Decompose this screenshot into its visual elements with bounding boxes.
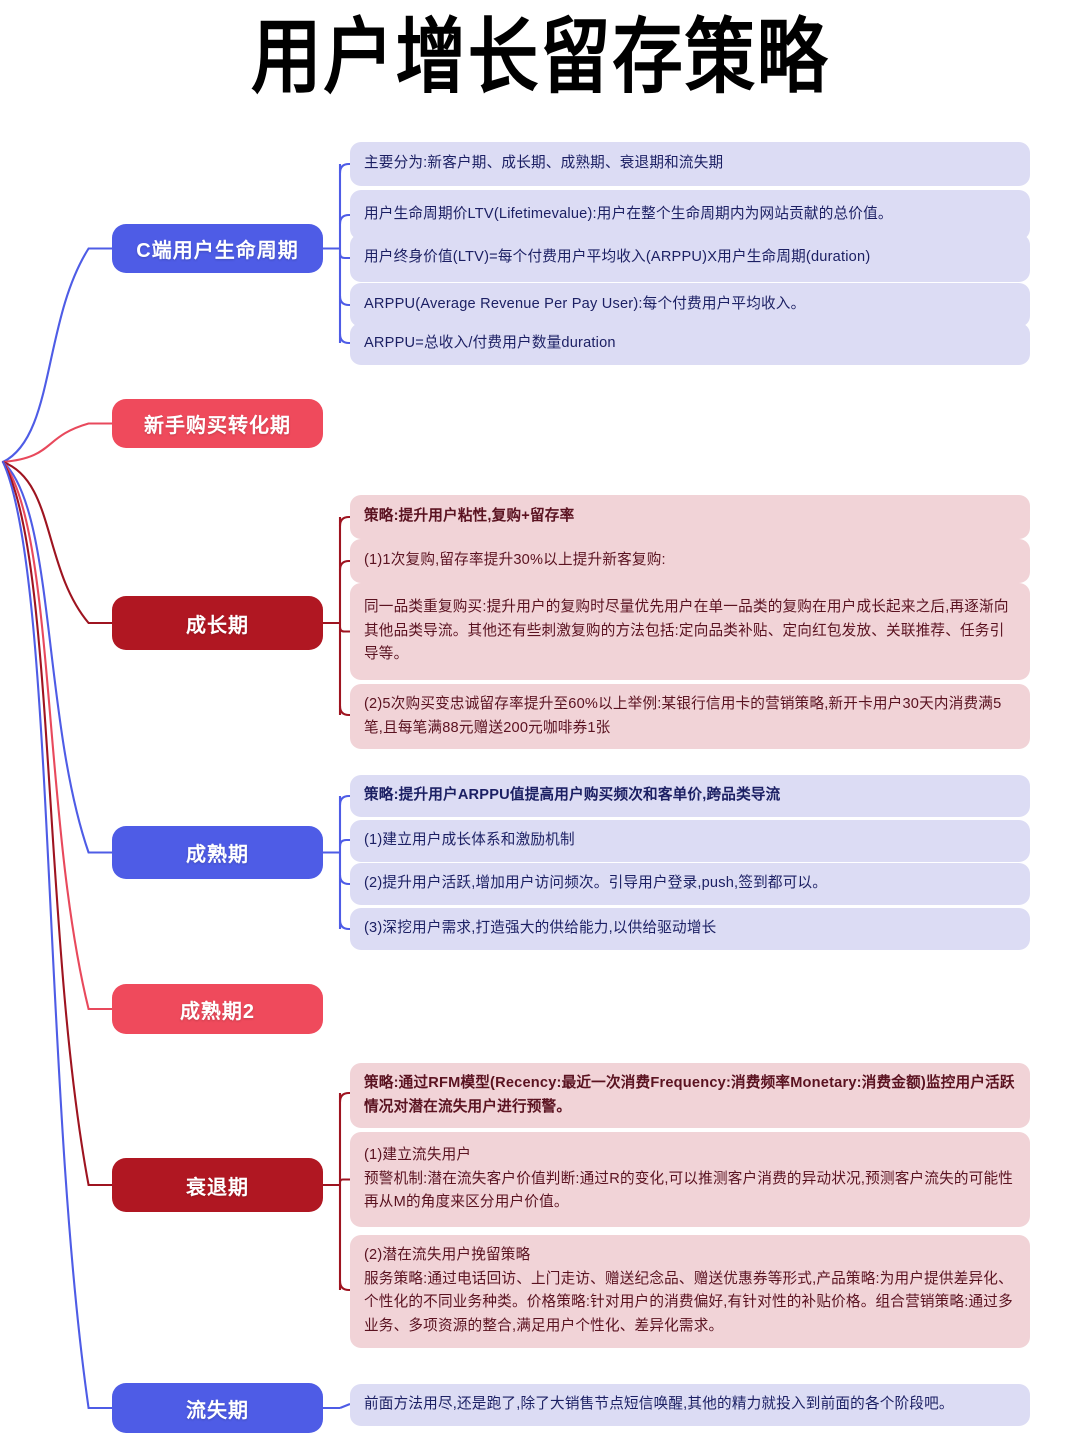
- leaf-wire: [339, 1403, 351, 1409]
- leaf-wire: [338, 873, 352, 886]
- branch-node-label: 新手购买转化期: [144, 415, 291, 437]
- leaf-wire: [338, 838, 352, 848]
- branch-wire-novice: [1, 422, 114, 464]
- detail-box-text: (1)1次复购,留存率提升30%以上提升新客复购:: [364, 552, 666, 569]
- branch-wire-growth: [1, 460, 114, 625]
- leaf-wire: [338, 794, 352, 807]
- branch-node-mature[interactable]: 成熟期: [112, 826, 323, 879]
- detail-box-text: (2)潜在流失用户挽留策略服务策略:通过电话回访、上门走访、赠送纪念品、赠送优惠…: [364, 1247, 1013, 1334]
- branch-node-lifecycle[interactable]: C端用户生命周期: [112, 224, 323, 273]
- branch-node-label: 成熟期2: [179, 1000, 256, 1023]
- branch-node-label: 成长期: [186, 614, 249, 637]
- detail-box[interactable]: 策略:提升用户ARPPU值提高用户购买频次和客单价,跨品类导流: [350, 775, 1030, 817]
- branch-wire-decline: [1, 460, 114, 1187]
- detail-box[interactable]: (1)建立用户成长体系和激励机制: [350, 820, 1030, 862]
- detail-box-text: (1)建立流失用户预警机制:潜在流失客户价值判断:通过R的变化,可以推测客户消费…: [364, 1147, 1014, 1211]
- branch-wire-mature: [1, 460, 114, 854]
- detail-box[interactable]: (1)建立流失用户预警机制:潜在流失客户价值判断:通过R的变化,可以推测客户消费…: [350, 1132, 1030, 1227]
- detail-box-text: 用户终身价值(LTV)=每个付费用户平均收入(ARPPU)X用户生命周期(dur…: [364, 249, 871, 266]
- branch-node-label: 成熟期: [186, 844, 249, 866]
- leaf-wire: [338, 162, 352, 175]
- detail-box[interactable]: (2)5次购买变忠诚留存率提升至60%以上举例:某银行信用卡的营销策略,新开卡用…: [350, 684, 1030, 750]
- branch-node-label: C端用户生命周期: [136, 240, 299, 262]
- leaf-wire: [338, 1279, 352, 1292]
- detail-box-text: (2)5次购买变忠诚留存率提升至60%以上举例:某银行信用卡的营销策略,新开卡用…: [364, 696, 1002, 736]
- detail-box-text: 前面方法用尽,还是跑了,除了大销售节点短信唤醒,其他的精力就投入到前面的各个阶段…: [364, 1396, 954, 1412]
- detail-box-text: 策略:提升用户粘性,复购+留存率: [364, 508, 575, 525]
- detail-box-text: 策略:通过RFM模型(Recency:最近一次消费Frequency:消费频率M…: [364, 1075, 1015, 1115]
- detail-box[interactable]: (1)1次复购,留存率提升30%以上提升新客复购:: [350, 539, 1030, 583]
- branch-node-decline[interactable]: 衰退期: [112, 1158, 323, 1212]
- leaf-wire: [338, 1178, 352, 1184]
- detail-box-text: 同一品类重复购买:提升用户的复购时尽量优先用户在单一品类的复购在用户成长起来之后…: [364, 599, 1009, 663]
- detail-box[interactable]: (2)提升用户活跃,增加用户访问频次。引导用户登录,push,签到都可以。: [350, 863, 1030, 905]
- leaf-wire: [338, 918, 352, 931]
- branch-node-label: 流失期: [186, 1399, 249, 1422]
- leaf-wire: [338, 559, 352, 572]
- leaf-wire: [338, 704, 352, 717]
- detail-box-text: ARPPU(Average Revenue Per Pay User):每个付费…: [364, 296, 806, 313]
- detail-box[interactable]: 策略:提升用户粘性,复购+留存率: [350, 495, 1030, 539]
- leaf-wire: [338, 515, 352, 528]
- page-title: 用户增长留存策略: [251, 10, 829, 105]
- branch-wire-mature2: [1, 460, 114, 1011]
- detail-box-text: (1)建立用户成长体系和激励机制: [364, 832, 575, 848]
- detail-box-text: 主要分为:新客户期、成长期、成熟期、衰退期和流失期: [364, 155, 724, 172]
- detail-box[interactable]: (2)潜在流失用户挽留策略服务策略:通过电话回访、上门走访、赠送纪念品、赠送优惠…: [350, 1235, 1030, 1348]
- detail-box-text: (3)深挖用户需求,打造强大的供给能力,以供给驱动增长: [364, 920, 717, 937]
- leaf-wire: [338, 213, 352, 226]
- branch-node-label: 衰退期: [186, 1176, 249, 1199]
- branch-node-novice[interactable]: 新手购买转化期: [112, 399, 323, 448]
- leaf-wire: [338, 252, 352, 260]
- branch-node-mature2[interactable]: 成熟期2: [112, 984, 323, 1034]
- detail-box[interactable]: 前面方法用尽,还是跑了,除了大销售节点短信唤醒,其他的精力就投入到前面的各个阶段…: [350, 1384, 1030, 1426]
- detail-box[interactable]: 策略:通过RFM模型(Recency:最近一次消费Frequency:消费频率M…: [350, 1063, 1030, 1129]
- detail-box[interactable]: 同一品类重复购买:提升用户的复购时尽量优先用户在单一品类的复购在用户成长起来之后…: [350, 583, 1030, 680]
- branch-wire-churn: [1, 460, 114, 1410]
- leaf-wire: [338, 1091, 352, 1104]
- detail-box[interactable]: 用户生命周期价LTV(Lifetimevalue):用户在整个生命周期内为网站贡…: [350, 190, 1030, 240]
- leaf-wire: [338, 294, 352, 307]
- detail-box-text: 策略:提升用户ARPPU值提高用户购买频次和客单价,跨品类导流: [364, 787, 781, 804]
- branch-wire-lifecycle: [1, 247, 114, 464]
- detail-box[interactable]: 用户终身价值(LTV)=每个付费用户平均收入(ARPPU)X用户生命周期(dur…: [350, 234, 1030, 282]
- detail-box[interactable]: (3)深挖用户需求,打造强大的供给能力,以供给驱动增长: [350, 908, 1030, 950]
- branch-node-growth[interactable]: 成长期: [112, 596, 323, 650]
- detail-box-text: (2)提升用户活跃,增加用户访问频次。引导用户登录,push,签到都可以。: [364, 875, 828, 892]
- branch-node-churn[interactable]: 流失期: [112, 1383, 323, 1433]
- leaf-wire: [338, 332, 352, 345]
- detail-box[interactable]: ARPPU=总收入/付费用户数量duration: [350, 323, 1030, 365]
- detail-box-text: ARPPU=总收入/付费用户数量duration: [364, 335, 616, 351]
- leaf-wire: [338, 626, 352, 633]
- detail-box[interactable]: ARPPU(Average Revenue Per Pay User):每个付费…: [350, 283, 1030, 327]
- detail-box-text: 用户生命周期价LTV(Lifetimevalue):用户在整个生命周期内为网站贡…: [364, 206, 893, 223]
- detail-box[interactable]: 主要分为:新客户期、成长期、成熟期、衰退期和流失期: [350, 142, 1030, 186]
